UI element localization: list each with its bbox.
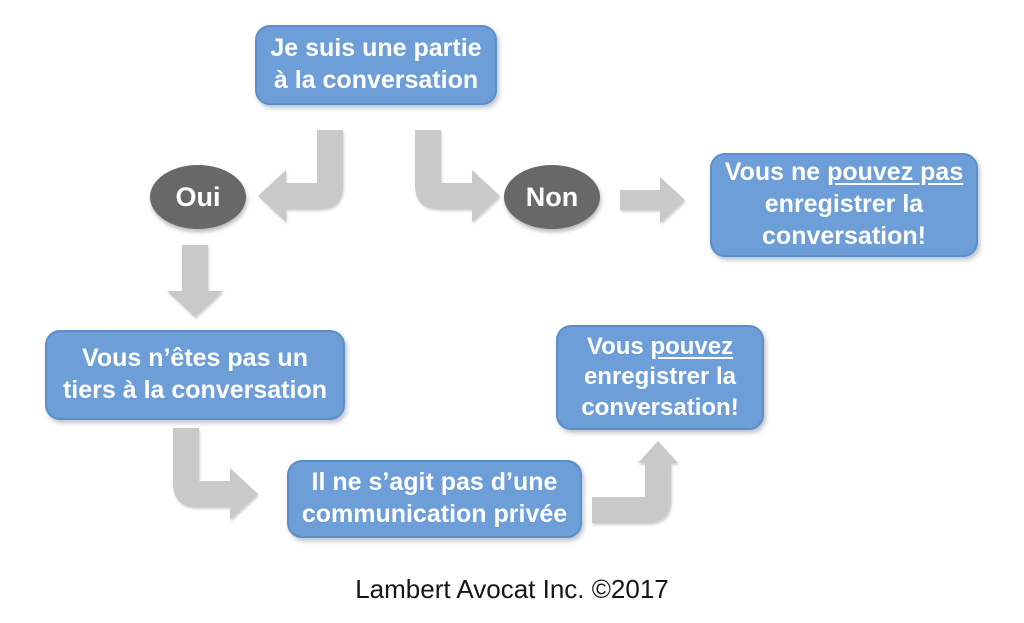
node-private-line2: communication privée [301,500,568,528]
node-can-line1-prefix: Vous [586,332,651,360]
right-arrow-icon [620,177,685,223]
node-not-third-party: Vous n’êtes pas un tiers à la conversati… [45,330,345,420]
arrow-third-party-to-not-private [173,428,258,533]
arrow-start-to-oui [258,130,343,235]
arrow-non-to-cannot-record [620,177,685,223]
node-can-line1: Vous pouvez [587,332,733,362]
node-can-line2: enregistrer la [583,363,737,391]
arrow-start-to-non [415,130,500,235]
decision-oui-ellipse: Oui [150,165,246,229]
elbow-down-left-arrow-icon [258,130,343,222]
node-third-line1: Vous n’êtes pas un [82,344,308,373]
arrow-oui-to-not-third-party [167,245,223,317]
decision-oui-label: Oui [175,181,221,212]
node-start-line1: Je suis une partie [270,34,482,63]
node-cannot-line1-underlined: pouvez pas [827,158,964,187]
elbow-down-right-arrow-icon [415,130,500,222]
node-can-record: Vous pouvez enregistrer la conversation! [556,325,764,430]
elbow-right-up-arrow-icon [592,441,678,523]
node-not-private-communication: Il ne s’agit pas d’une communication pri… [287,460,582,538]
node-cannot-line2: enregistrer la [764,190,924,219]
node-private-line1: Il ne s’agit pas d’une [311,468,558,497]
node-start-line2: à la conversation [273,66,479,94]
decision-non-ellipse: Non [504,165,600,229]
down-arrow-icon [167,245,223,317]
node-can-line3: conversation! [581,393,739,421]
elbow-down-right-arrow-icon [173,428,258,520]
node-start-party-to-conversation: Je suis une partie à la conversation [255,25,497,105]
node-third-line2: tiers à la conversation [62,376,327,404]
node-cannot-line3: conversation! [762,221,926,250]
node-cannot-record: Vous ne pouvez pas enregistrer la conver… [710,153,978,257]
arrow-not-private-to-can-record [592,441,697,526]
footer-credit: Lambert Avocat Inc. ©2017 [355,574,669,604]
node-can-line1-underlined: pouvez [650,332,734,360]
decision-non-label: Non [525,181,579,212]
node-cannot-line1: Vous ne pouvez pas [725,157,964,189]
node-cannot-line1-prefix: Vous ne [724,158,828,187]
